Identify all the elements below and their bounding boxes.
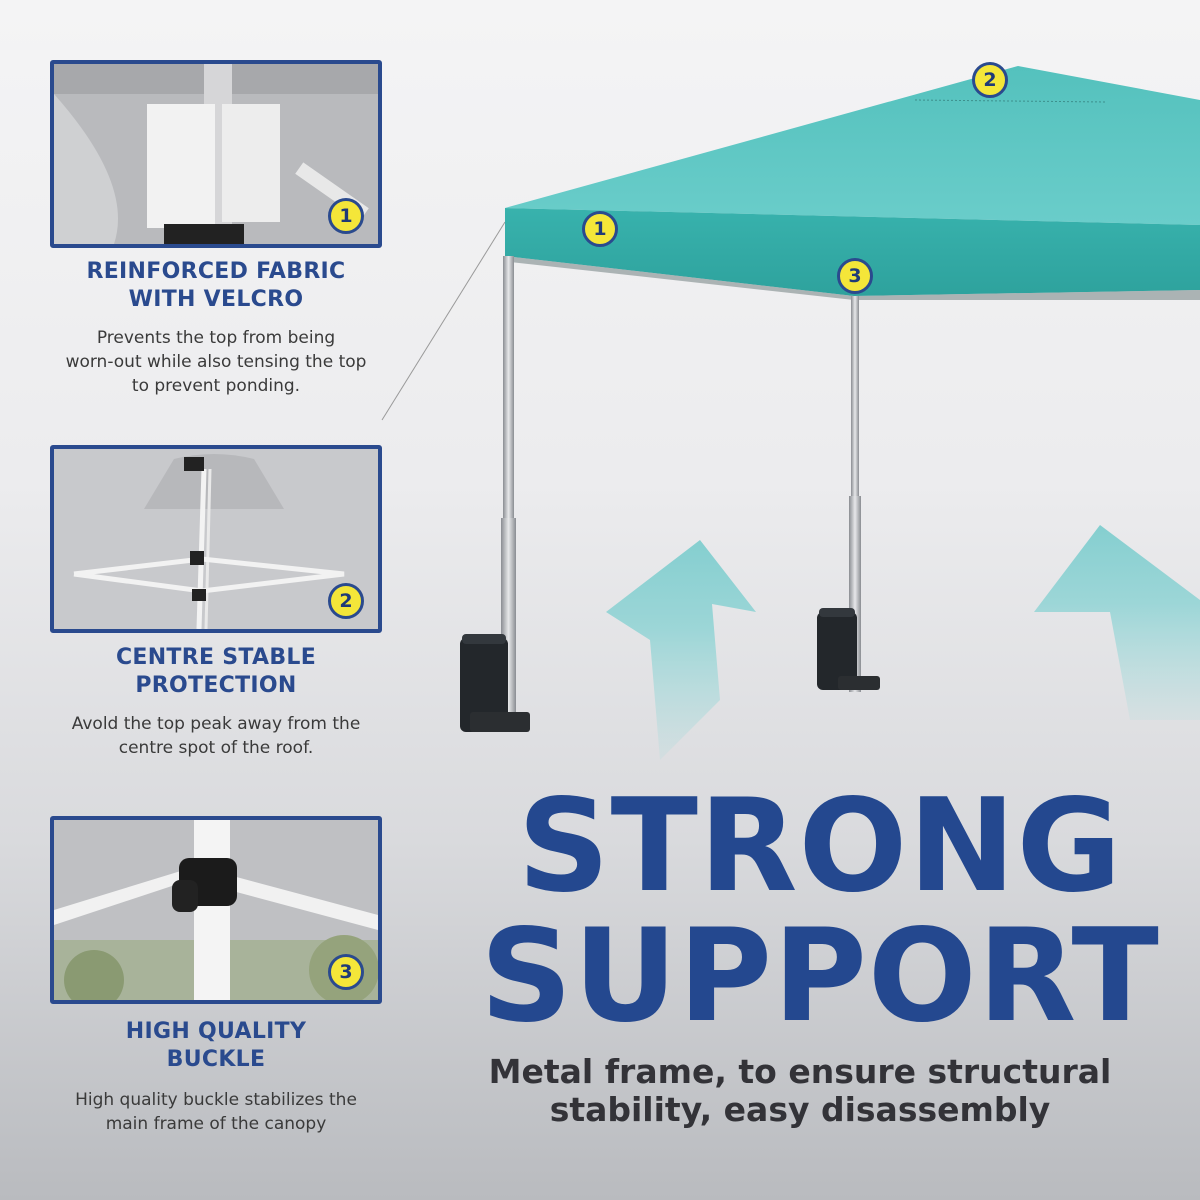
feature-desc-velcro: Prevents the top from being worn-out whi…: [36, 326, 396, 398]
feature-desc-line: main frame of the canopy: [105, 1114, 327, 1134]
canopy-badge-1: 1: [582, 211, 618, 247]
canopy-badge-3: 3: [837, 258, 873, 294]
feature-desc-centre: Avold the top peak away from the centre …: [36, 712, 396, 760]
headline-support: SUPPORT: [480, 902, 1160, 1051]
feature-title-centre: CENTRE STABLE PROTECTION: [50, 644, 382, 700]
feature-photo-buckle: 3: [50, 816, 382, 1004]
feature-desc-line: worn-out while also tensing the top: [65, 352, 367, 372]
feature-desc-line: centre spot of the roof.: [118, 738, 314, 758]
feature-title-line: WITH VELCRO: [128, 287, 304, 312]
feature-desc-buckle: High quality buckle stabilizes the main …: [36, 1088, 396, 1136]
feature-desc-line: Prevents the top from being: [96, 328, 336, 348]
feature-badge-3: 3: [328, 954, 364, 990]
feature-photo-centre: 2: [50, 445, 382, 633]
headline-strong: STRONG: [517, 772, 1123, 921]
feature-title-line: CENTRE STABLE: [115, 645, 317, 670]
feature-photo-velcro: 1: [50, 60, 382, 248]
feature-badge-1: 1: [328, 198, 364, 234]
sandbag-weight-icon: [460, 608, 880, 732]
callout-line: [381, 221, 506, 421]
feature-title-velcro: REINFORCED FABRIC WITH VELCRO: [50, 258, 382, 314]
feature-title-line: PROTECTION: [135, 673, 297, 698]
up-arrow-icon: [606, 525, 1200, 760]
subheadline-line-1: Metal frame, to ensure structural: [488, 1052, 1112, 1091]
canopy-badge-2: 2: [972, 62, 1008, 98]
feature-title-line: HIGH QUALITY: [125, 1019, 307, 1044]
feature-desc-line: High quality buckle stabilizes the: [75, 1090, 357, 1110]
feature-title-buckle: HIGH QUALITY BUCKLE: [50, 1018, 382, 1074]
feature-title-line: BUCKLE: [166, 1047, 266, 1072]
feature-desc-line: to prevent ponding.: [131, 376, 301, 396]
subheadline-line-2: stability, easy disassembly: [549, 1090, 1051, 1129]
feature-desc-line: Avold the top peak away from the: [71, 714, 361, 734]
feature-title-line: REINFORCED FABRIC: [86, 259, 346, 284]
feature-badge-2: 2: [328, 583, 364, 619]
